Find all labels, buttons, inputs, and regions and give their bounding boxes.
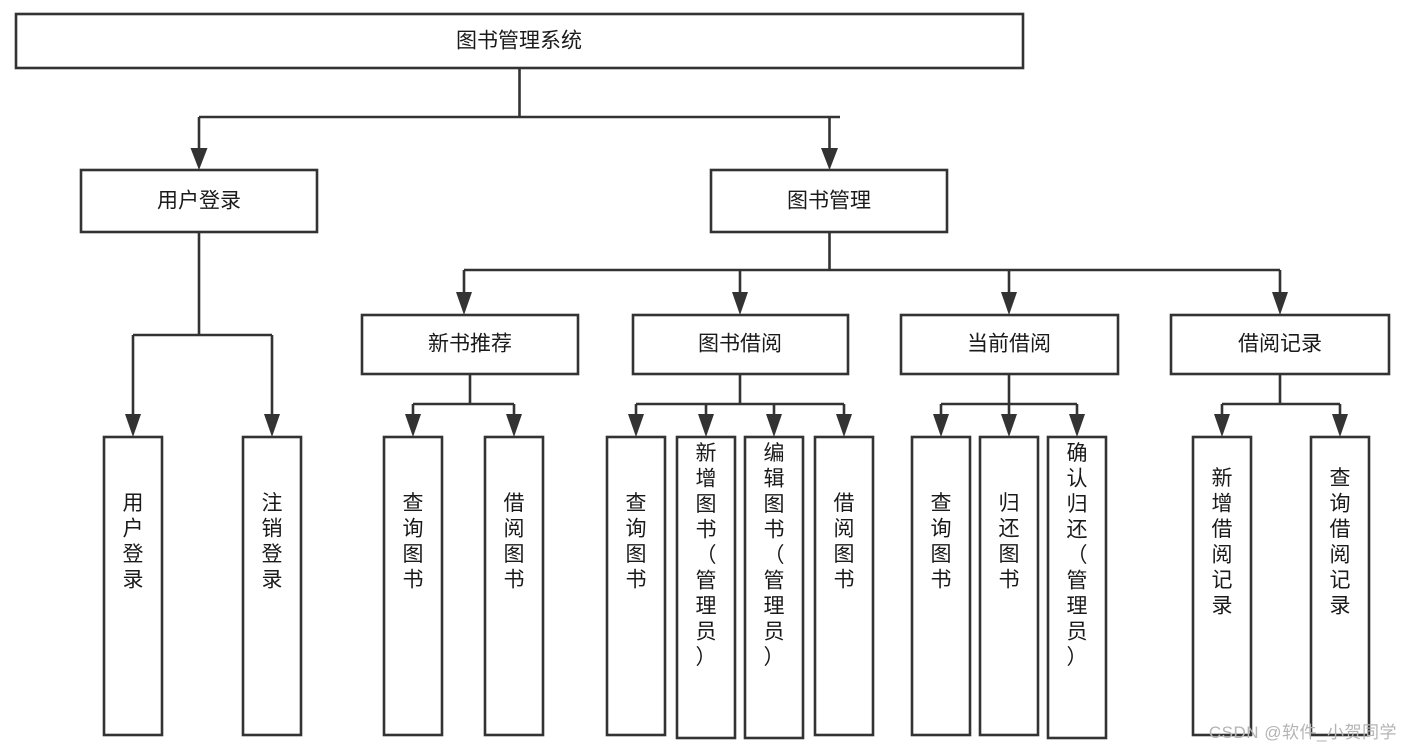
leaf-confirm-return[interactable]: 确认归还（管理员） [1046, 435, 1108, 740]
leaf-add-record-box[interactable] [1191, 435, 1253, 737]
arrow-head-leaf-edit-book [766, 414, 782, 437]
node-current-borrow-label: 当前借阅 [967, 333, 1051, 356]
node-book-borrow[interactable]: 图书借阅 [631, 313, 850, 376]
leaf-edit-book-label: 编辑图书（管理员） [764, 442, 785, 669]
leaf-query-book-3[interactable]: 查询图书 [910, 435, 972, 737]
arrow-head-current-borrow [1001, 292, 1017, 315]
arrow-head-book-borrow [732, 292, 748, 315]
leaf-add-book-box[interactable] [675, 435, 737, 740]
arrow-head-leaf-borrow-book-2 [836, 414, 852, 437]
leaf-user-login-label: 用户登录 [123, 492, 144, 592]
arrow-head-leaf-query-book-3 [933, 414, 949, 437]
leaf-query-record-box[interactable] [1309, 435, 1371, 737]
node-borrow-record-box[interactable] [1169, 313, 1391, 376]
leaf-borrow-book-2-box[interactable] [813, 435, 875, 737]
node-book-manage[interactable]: 图书管理 [709, 168, 949, 234]
node-book-manage-box[interactable] [709, 168, 949, 234]
leaf-query-book-1-box[interactable] [382, 435, 444, 737]
node-user-login-box[interactable] [79, 168, 319, 234]
leaf-borrow-book-1-box[interactable] [483, 435, 545, 737]
arrow-head-book-manage [821, 148, 838, 170]
node-book-manage-label: 图书管理 [787, 190, 871, 213]
leaf-add-book-label: 新增图书（管理员） [696, 442, 717, 669]
leaf-add-record[interactable]: 新增借阅记录 [1191, 435, 1253, 737]
leaf-borrow-book-1-label: 借阅图书 [504, 492, 525, 592]
arrow-head-leaf-query-record [1332, 414, 1348, 437]
leaf-borrow-book-1[interactable]: 借阅图书 [483, 435, 545, 737]
node-root[interactable]: 图书管理系统 [14, 12, 1025, 70]
leaf-return-book-box[interactable] [978, 435, 1040, 737]
leaf-logout[interactable]: 注销登录 [241, 435, 303, 737]
leaf-borrow-book-2-label: 借阅图书 [834, 492, 855, 592]
node-user-login-label: 用户登录 [157, 190, 241, 213]
node-root-label: 图书管理系统 [456, 30, 582, 53]
node-new-book-recommend-label: 新书推荐 [428, 333, 512, 356]
arrow-head-leaf-borrow-book-1 [506, 414, 522, 437]
leaf-query-book-1-label: 查询图书 [403, 492, 424, 592]
node-book-borrow-label: 图书借阅 [698, 333, 782, 356]
leaf-query-book-2-box[interactable] [605, 435, 667, 737]
leaf-query-record-label: 查询借阅记录 [1330, 467, 1351, 618]
arrow-head-leaf-add-record [1214, 414, 1230, 437]
arrow-head-new-book-recommend [456, 292, 472, 315]
arrow-head-borrow-record [1272, 292, 1288, 315]
leaf-query-book-1[interactable]: 查询图书 [382, 435, 444, 737]
leaf-user-login-box[interactable] [102, 435, 164, 737]
leaf-logout-label: 注销登录 [262, 492, 283, 592]
leaf-edit-book[interactable]: 编辑图书（管理员） [743, 435, 805, 740]
leaf-borrow-book-2[interactable]: 借阅图书 [813, 435, 875, 737]
leaf-query-book-3-label: 查询图书 [931, 492, 952, 592]
node-root-box[interactable] [14, 12, 1025, 70]
leaf-return-book[interactable]: 归还图书 [978, 435, 1040, 737]
node-current-borrow-box[interactable] [899, 313, 1120, 376]
arrow-head-leaf-add-book [698, 414, 714, 437]
leaf-return-book-label: 归还图书 [999, 492, 1020, 592]
leaf-logout-box[interactable] [241, 435, 303, 737]
node-new-book-recommend[interactable]: 新书推荐 [360, 313, 580, 376]
arrow-head-leaf-query-book-1 [405, 414, 421, 437]
arrow-head-leaf-return-book [1001, 414, 1017, 437]
arrow-head-user-login [190, 148, 208, 170]
leaf-query-book-3-box[interactable] [910, 435, 972, 737]
csdn-watermark: CSDN @软件_小贺同学 [1208, 723, 1397, 742]
arrow-head-leaf-query-book-2 [628, 414, 644, 437]
node-current-borrow[interactable]: 当前借阅 [899, 313, 1120, 376]
connector-layer [125, 68, 1348, 437]
leaf-add-book[interactable]: 新增图书（管理员） [675, 435, 737, 740]
node-book-borrow-box[interactable] [631, 313, 850, 376]
arrow-head-leaf-confirm-return [1069, 414, 1085, 437]
leaf-query-book-2[interactable]: 查询图书 [605, 435, 667, 737]
node-borrow-record[interactable]: 借阅记录 [1169, 313, 1391, 376]
leaf-confirm-return-label: 确认归还（管理员） [1067, 442, 1088, 669]
node-new-book-recommend-box[interactable] [360, 313, 580, 376]
arrow-head-leaf-user-login [125, 414, 141, 437]
leaf-edit-book-box[interactable] [743, 435, 805, 740]
arrow-head-leaf-logout [264, 414, 280, 437]
node-user-login[interactable]: 用户登录 [79, 168, 319, 234]
node-borrow-record-label: 借阅记录 [1238, 333, 1322, 356]
leaf-add-record-label: 新增借阅记录 [1212, 467, 1233, 618]
leaf-query-book-2-label: 查询图书 [626, 492, 647, 592]
leaf-confirm-return-box[interactable] [1046, 435, 1108, 740]
leaf-user-login[interactable]: 用户登录 [102, 435, 164, 737]
leaf-query-record[interactable]: 查询借阅记录 [1309, 435, 1371, 737]
